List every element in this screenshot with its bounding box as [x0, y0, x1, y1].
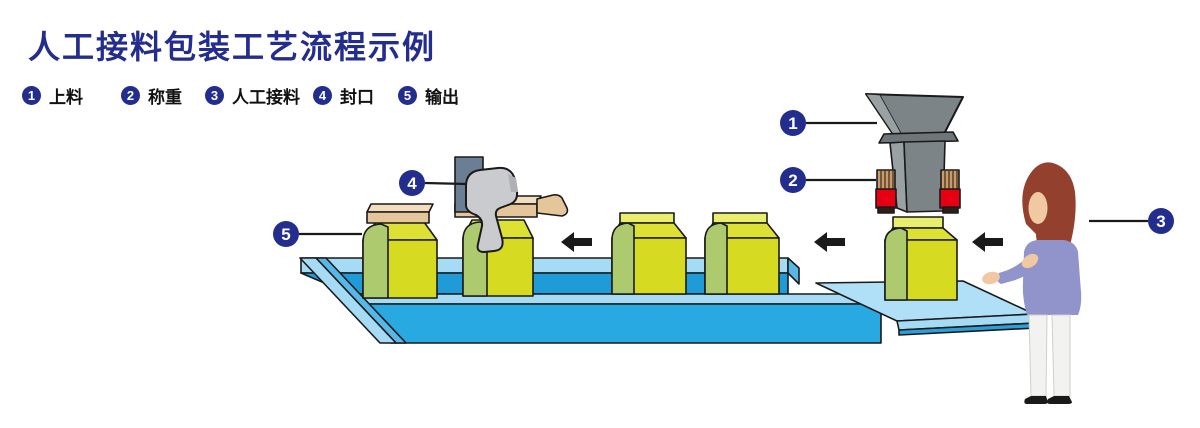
- svg-text:5: 5: [281, 225, 290, 244]
- worker-hand: [982, 271, 1000, 285]
- step-number-badge: 3: [205, 86, 224, 105]
- legend-item-label: 封口: [340, 88, 374, 107]
- step-number-badge: 1: [22, 86, 41, 105]
- callout-manual-receiving: 3: [1089, 208, 1174, 234]
- worker: [982, 162, 1082, 404]
- callout-sealing: 4: [399, 170, 468, 196]
- seal-bar: [366, 211, 430, 224]
- svg-text:1: 1: [788, 114, 797, 133]
- legend-item-sealing: 4 封口: [313, 83, 374, 108]
- svg-text:3: 3: [1156, 212, 1165, 231]
- legend: 1 上料 2 称重 3 人工接料 4 封口 5 输出: [0, 83, 1200, 108]
- worker-sweater: [1022, 240, 1082, 315]
- seal-film-strip: [536, 194, 569, 217]
- step-number-badge: 2: [121, 86, 140, 105]
- step-number-badge: 5: [398, 86, 417, 105]
- weigh-sensor-right: [939, 169, 961, 214]
- step-number-badge: 4: [313, 86, 332, 105]
- legend-item-manual-receiving: 3 人工接料: [205, 83, 300, 108]
- worker-shoe: [1024, 396, 1048, 404]
- legend-item-output: 5 输出: [398, 83, 459, 108]
- package-filling: [884, 216, 958, 301]
- weigh-sensor-left: [875, 169, 897, 214]
- callout-output: 5: [273, 221, 362, 247]
- sealer-head: [465, 166, 519, 253]
- legend-item-label: 称重: [148, 88, 182, 107]
- flow-arrows: [561, 232, 1003, 252]
- legend-item-label: 人工接料: [232, 88, 300, 107]
- svg-text:2: 2: [788, 171, 797, 190]
- worker-pants: [1028, 314, 1048, 397]
- legend-item-weighing: 2 称重: [121, 83, 182, 108]
- flow-arrow: [814, 232, 845, 252]
- package-sealed-output: [362, 203, 438, 299]
- worker-hair: [1022, 162, 1076, 254]
- infeed-platform: [815, 280, 1037, 336]
- legend-item-label: 输出: [425, 88, 459, 107]
- conveyor-front-face: [358, 303, 882, 344]
- worker-pants: [1051, 314, 1071, 397]
- package-open: [611, 212, 687, 295]
- legend-item-feeding: 1 上料: [22, 83, 83, 108]
- flow-arrow: [561, 232, 592, 252]
- worker-face: [1028, 192, 1048, 224]
- svg-text:4: 4: [407, 174, 417, 193]
- package-open: [704, 212, 780, 295]
- flow-arrow: [972, 232, 1003, 252]
- page-title: 人工接料包装工艺流程示例: [28, 29, 437, 65]
- conveyor-left-end: [299, 257, 397, 344]
- worker-shoe: [1047, 396, 1072, 404]
- worker-hand: [1021, 253, 1039, 269]
- callout-feeding: 1: [780, 110, 877, 136]
- weighing-sensors: [875, 169, 961, 214]
- callouts: 1 2 3 4 5: [273, 110, 1174, 247]
- legend-item-label: 上料: [49, 88, 83, 107]
- callout-weighing: 2: [780, 167, 876, 193]
- hopper: [865, 93, 964, 213]
